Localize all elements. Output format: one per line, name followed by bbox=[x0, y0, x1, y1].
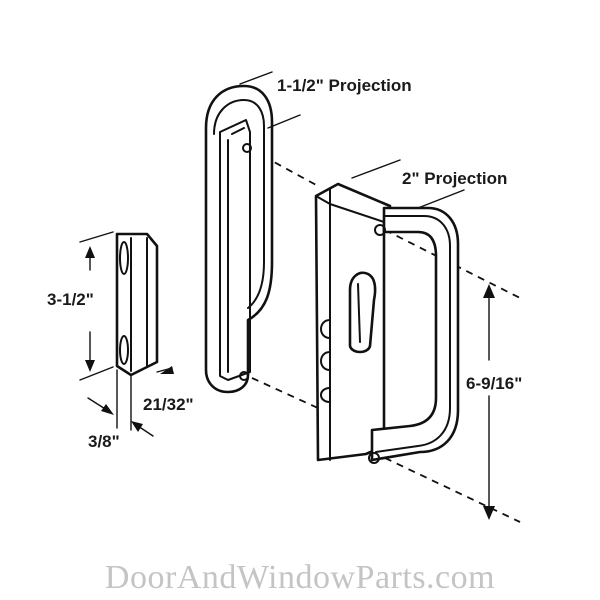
small-projection-label: 1-1/2" Projection bbox=[277, 76, 412, 95]
keeper-width-label: 3/8" bbox=[88, 432, 120, 451]
handle-height-dimension bbox=[483, 284, 495, 520]
keeper-width-dimension bbox=[87, 369, 154, 437]
inside-pull-handle bbox=[204, 84, 274, 394]
keeper-height-label: 3-1/2" bbox=[47, 290, 94, 309]
keeper-height-dimension bbox=[79, 231, 114, 381]
watermark-text: DoorAndWindowParts.com bbox=[105, 559, 495, 596]
large-projection-dimension bbox=[351, 159, 465, 209]
handle-height-label: 6-9/16" bbox=[466, 374, 522, 393]
keeper-part bbox=[115, 232, 159, 377]
outside-handle bbox=[314, 182, 460, 464]
large-projection-label: 2" Projection bbox=[402, 169, 507, 188]
alignment-line-bottom-left bbox=[251, 377, 319, 409]
alignment-line-bottom-right bbox=[384, 457, 521, 523]
small-projection-dimension bbox=[239, 71, 301, 129]
keeper-depth-label: 21/32" bbox=[143, 395, 194, 414]
keeper-depth-dimension bbox=[130, 366, 174, 431]
